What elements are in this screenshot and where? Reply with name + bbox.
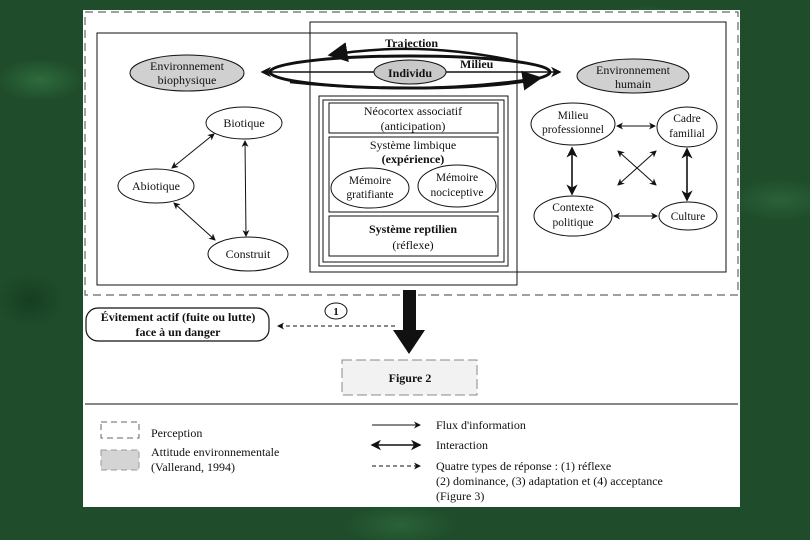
memoire-gratifiante-node (330, 167, 410, 209)
env-humain-line1: Environnement (596, 63, 671, 77)
legend-interaction-label: Interaction (436, 438, 488, 452)
contexte-line2: politique (553, 217, 594, 229)
bio-abio-arrow (171, 133, 215, 169)
individu-label: Individu (388, 66, 432, 80)
figure-box (341, 359, 478, 396)
big-down-arrow (393, 290, 425, 354)
diag-arrow-2 (617, 150, 657, 186)
response-number-circle (324, 302, 348, 320)
memoire-nociceptive-node (417, 164, 497, 208)
cadre-line2: familial (669, 128, 705, 140)
limbique-line1: Système limbique (370, 138, 456, 152)
evitement-box (85, 307, 270, 342)
contexte-line1: Contexte (552, 202, 594, 214)
brain-column-inner (322, 99, 505, 263)
individu-node (373, 59, 447, 85)
mem-grat-line1: Mémoire (349, 175, 391, 187)
legend-attitude-line1: Attitude environnementale (151, 445, 279, 459)
reptilien-line1: Système reptilien (369, 222, 457, 236)
evitement-line1: Évitement actif (fuite ou lutte) (101, 310, 256, 324)
trajection-label: Trajection (385, 36, 438, 50)
mem-noci-line2: nociceptive (430, 187, 483, 199)
neocortex-line2: (anticipation) (381, 119, 446, 133)
trajection-arrow (327, 42, 521, 64)
milieu-arrow (289, 70, 543, 91)
construit-node (207, 236, 289, 272)
response-number: 1 (333, 306, 339, 318)
cadre-line1: Cadre (673, 113, 700, 125)
cadre-familial-node (656, 106, 718, 148)
human-box (309, 21, 727, 273)
limbique-line2: (expérience) (382, 152, 445, 166)
legend-perception-swatch (100, 421, 140, 439)
env-biophysique-line2: biophysique (158, 73, 217, 87)
biotique-node (205, 106, 283, 140)
legend-flux-label: Flux d'information (436, 418, 526, 432)
abio-construit-arrow (173, 202, 216, 241)
legend-perception-label: Perception (151, 426, 202, 440)
bio-construit-arrow (241, 140, 250, 237)
biophysical-box (96, 32, 518, 286)
env-biophysique-node (129, 54, 245, 92)
reptilien-box (328, 215, 499, 257)
abiotique-node (117, 168, 195, 204)
milieu-label: Milieu (460, 57, 494, 71)
mem-grat-line2: gratifiante (346, 189, 393, 201)
legend-attitude-swatch (100, 449, 140, 471)
contexte-politique-node (533, 195, 613, 237)
legend-attitude-line2: (Vallerand, 1994) (151, 460, 235, 474)
abiotique-label: Abiotique (132, 179, 180, 193)
env-humain-line2: humain (615, 77, 651, 91)
reptilien-line2: (réflexe) (392, 238, 433, 252)
construit-label: Construit (226, 247, 271, 261)
culture-node (658, 201, 718, 231)
milieu-pro-node (530, 102, 616, 146)
legend-quatre-line2: (2) dominance, (3) adaptation et (4) acc… (436, 474, 663, 488)
milieu-pro-line1: Milieu (558, 110, 589, 122)
env-humain-node (576, 58, 690, 94)
legend-quatre-line3: (Figure 3) (436, 489, 484, 503)
evitement-line2: face à un danger (136, 325, 222, 339)
milieu-pro-line2: professionnel (542, 124, 604, 136)
culture-label: Culture (671, 211, 706, 223)
biotique-label: Biotique (223, 116, 264, 130)
neocortex-box (328, 102, 499, 134)
legend-quatre-line1: Quatre types de réponse : (1) réflexe (436, 459, 611, 473)
brain-column-outer (318, 95, 509, 267)
mem-noci-line1: Mémoire (436, 172, 478, 184)
figure-label: Figure 2 (389, 371, 432, 385)
neocortex-line1: Néocortex associatif (364, 104, 462, 118)
env-biophysique-line1: Environnement (150, 59, 225, 73)
